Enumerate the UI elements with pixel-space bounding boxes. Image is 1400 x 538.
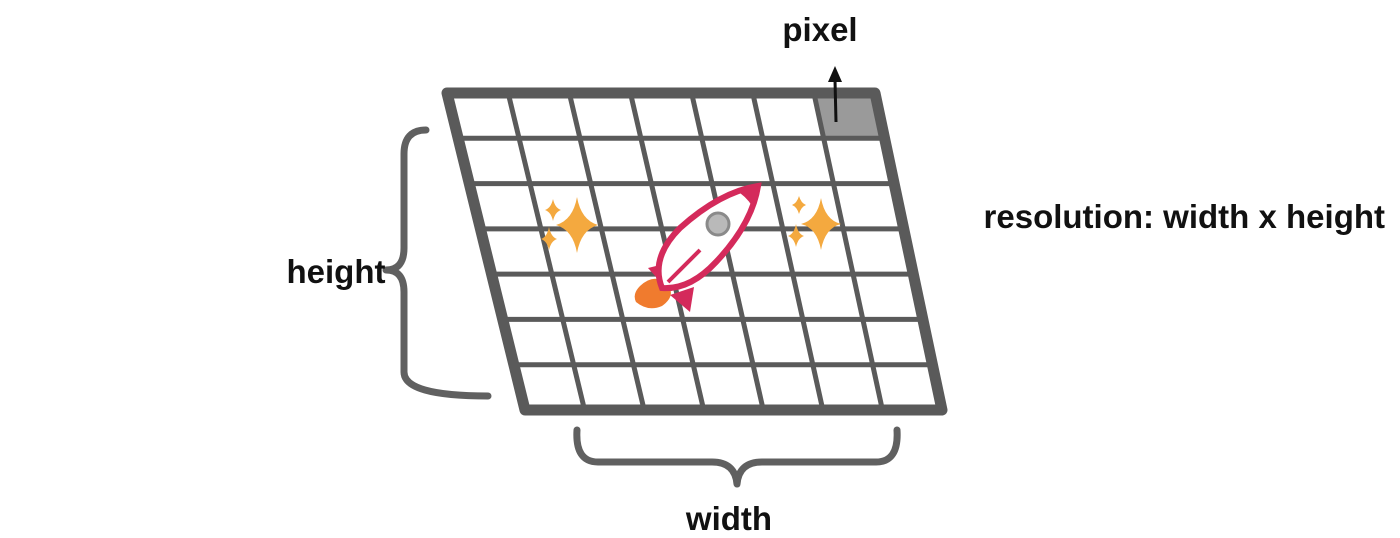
grid-line-vertical [811, 92, 885, 411]
pixel-label: pixel [782, 11, 857, 48]
sparkle-icon [541, 196, 806, 250]
resolution-label: resolution: width x height [984, 198, 1385, 235]
height-label: height [287, 253, 386, 290]
rocket-icon [634, 182, 762, 312]
pixel-grid [441, 87, 948, 416]
brace-icon [382, 126, 492, 400]
sparkle-icon [556, 197, 841, 253]
width-label: width [685, 500, 772, 537]
grid-line-vertical [566, 92, 647, 411]
arrow-up-icon [828, 66, 842, 123]
grid-line-vertical [505, 92, 588, 411]
grid-line-vertical [750, 92, 826, 411]
screen-border [441, 87, 948, 416]
brace-icon [573, 426, 901, 488]
